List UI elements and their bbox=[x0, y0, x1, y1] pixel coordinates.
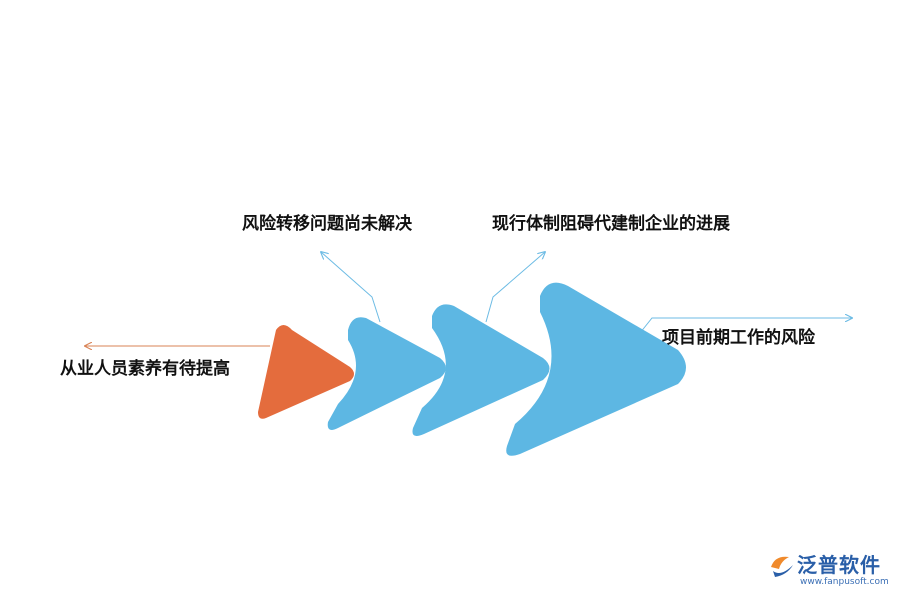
orange-triangle-shape bbox=[258, 325, 354, 419]
label-top-left: 风险转移问题尚未解决 bbox=[242, 214, 412, 234]
fanpu-logo-icon bbox=[771, 556, 793, 577]
logo-url: www.fanpusoft.com bbox=[800, 577, 889, 587]
blue-chevron-shape-2 bbox=[412, 304, 550, 436]
blue-chevron-shape-1 bbox=[327, 317, 446, 430]
label-right: 项目前期工作的风险 bbox=[662, 328, 815, 348]
connector-line-top-right bbox=[485, 252, 545, 323]
connector-line-right bbox=[639, 318, 852, 334]
connector-line-top-left bbox=[321, 252, 381, 323]
blue-chevron-shape-3 bbox=[506, 282, 686, 456]
label-top-right: 现行体制阻碍代建制企业的进展 bbox=[492, 214, 730, 234]
label-left: 从业人员素养有待提高 bbox=[60, 359, 230, 379]
logo-name: 泛普软件 bbox=[797, 553, 881, 577]
